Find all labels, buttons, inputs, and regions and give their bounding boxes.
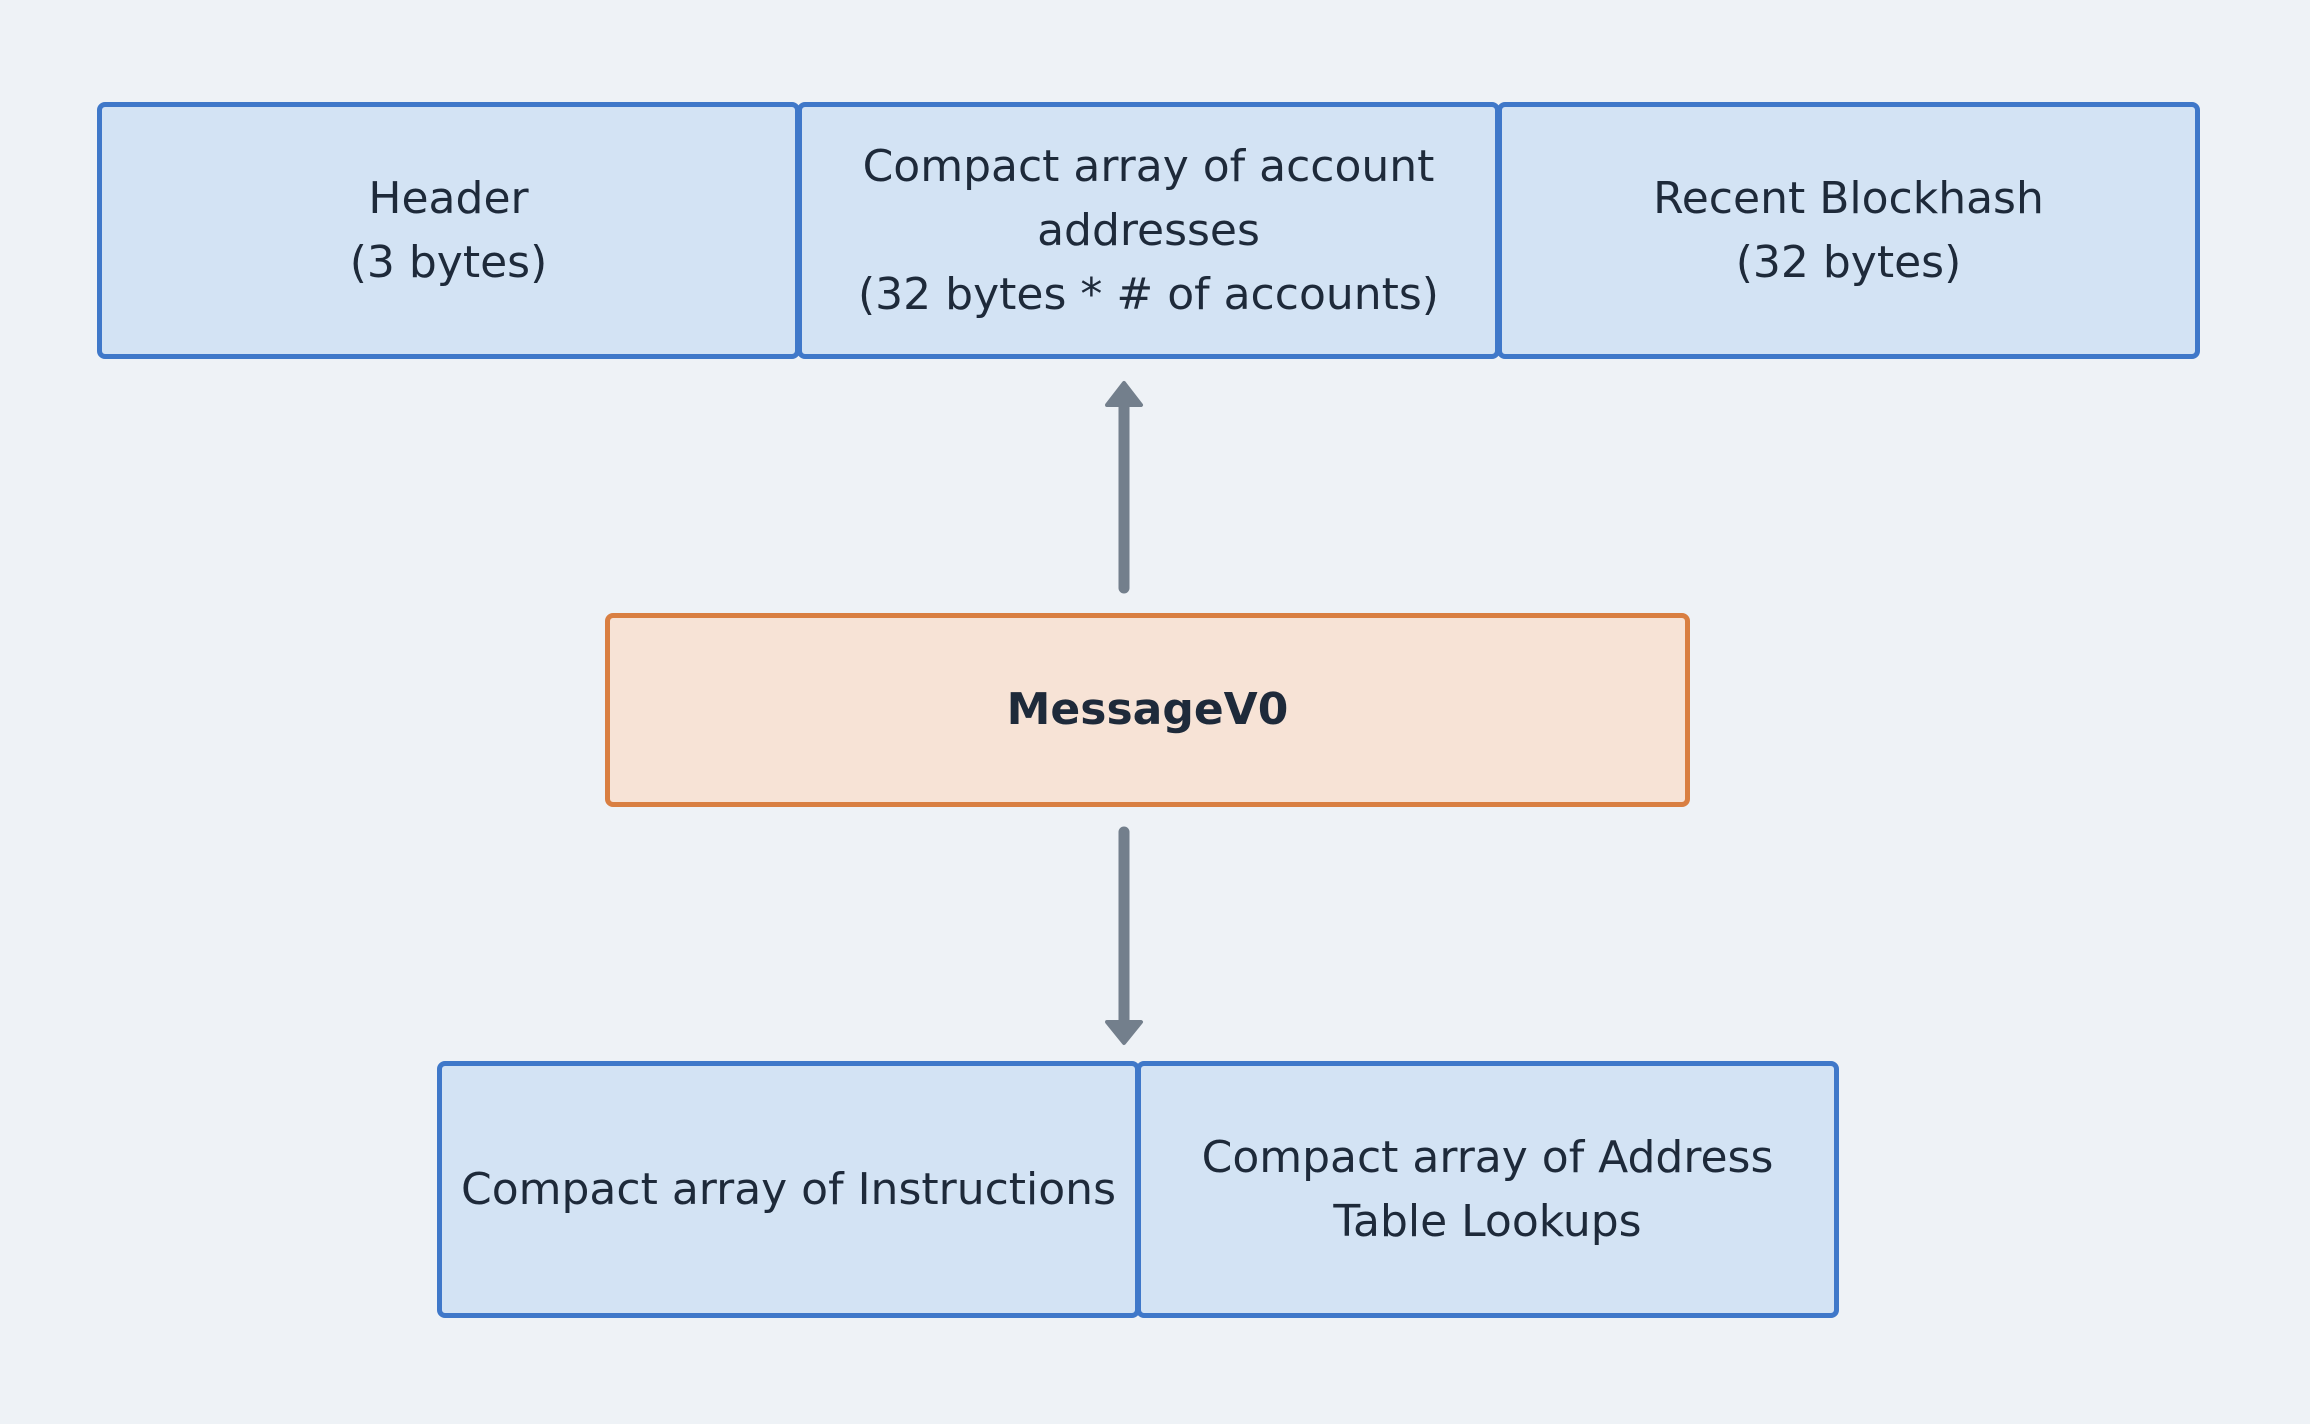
header-size: (3 bytes) bbox=[349, 236, 548, 288]
address-table-lookups-title-line2: Table Lookups bbox=[1333, 1195, 1642, 1247]
message-v0-box: MessageV0 bbox=[605, 613, 1690, 807]
recent-blockhash-title: Recent Blockhash bbox=[1653, 172, 2044, 224]
arrow-down bbox=[1105, 826, 1143, 1045]
account-addresses-title-line2: addresses bbox=[1037, 204, 1260, 256]
arrow-up bbox=[1105, 381, 1143, 594]
message-v0-label: MessageV0 bbox=[1006, 684, 1289, 735]
instructions-title: Compact array of Instructions bbox=[461, 1163, 1116, 1215]
recent-blockhash-size: (32 bytes) bbox=[1735, 236, 1962, 288]
account-addresses-box: Compact array of account addresses (32 b… bbox=[797, 102, 1500, 359]
recent-blockhash-box: Recent Blockhash (32 bytes) bbox=[1497, 102, 2200, 359]
header-box: Header (3 bytes) bbox=[97, 102, 800, 359]
account-addresses-title-line1: Compact array of account bbox=[862, 140, 1435, 192]
address-table-lookups-box: Compact array of Address Table Lookups bbox=[1136, 1061, 1839, 1318]
instructions-box: Compact array of Instructions bbox=[437, 1061, 1140, 1318]
account-addresses-size: (32 bytes * # of accounts) bbox=[858, 268, 1439, 320]
address-table-lookups-title-line1: Compact array of Address bbox=[1201, 1131, 1774, 1183]
header-title: Header bbox=[368, 172, 529, 224]
